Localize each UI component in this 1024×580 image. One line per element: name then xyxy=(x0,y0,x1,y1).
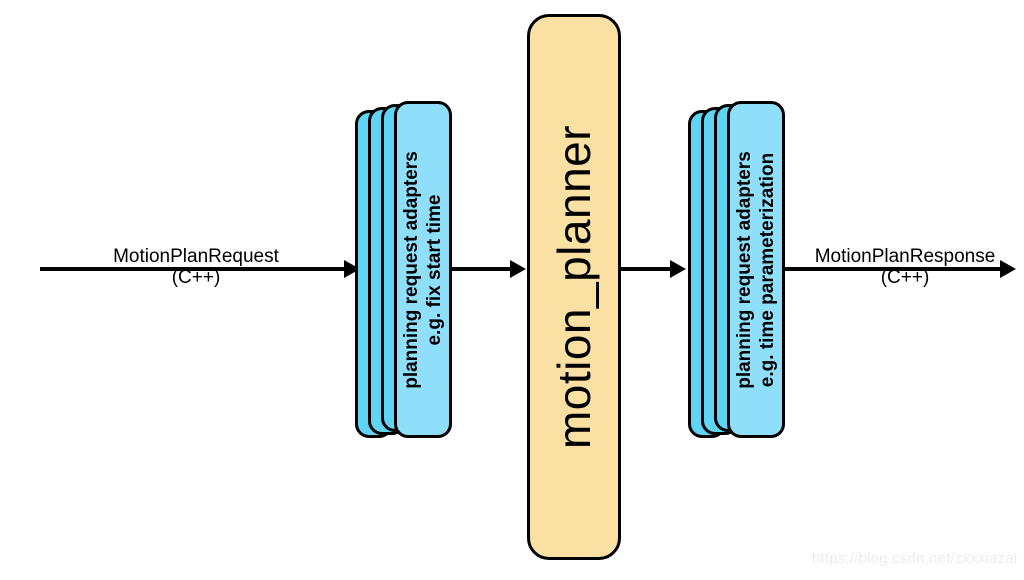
pre-adapter-card-1[interactable]: planning request adapters e.g. fix start… xyxy=(394,101,452,438)
output-arrow-line xyxy=(785,267,1003,271)
pre-adapter-label: planning request adapters e.g. fix start… xyxy=(400,151,446,389)
pre-to-planner-arrow-line xyxy=(452,267,514,271)
output-arrow-label-line2: (C++) xyxy=(880,267,930,289)
input-arrow-line xyxy=(40,267,348,271)
output-arrow-label-line1: MotionPlanResponse xyxy=(814,246,996,267)
motion-planner-box[interactable]: motion_planner xyxy=(527,14,621,560)
output-arrow-label: MotionPlanResponse (C++) xyxy=(800,246,1010,289)
pre-adapter-label-line2: e.g. fix start time xyxy=(424,194,445,346)
pre-to-planner-arrow-head xyxy=(510,260,526,278)
input-arrow-label-line2: (C++) xyxy=(171,267,221,289)
post-adapter-label: planning request adapters e.g. time para… xyxy=(733,151,779,389)
motion-planner-label: motion_planner xyxy=(548,124,600,450)
pre-adapter-label-line1: planning request adapters xyxy=(400,150,422,389)
watermark: https://blog.csdn.net/zxxxiazai xyxy=(812,550,1018,567)
post-adapter-label-line2: e.g. time parameterization xyxy=(757,152,778,387)
input-arrow-label: MotionPlanRequest (C++) xyxy=(96,246,296,289)
output-arrow-head xyxy=(1000,260,1016,278)
planner-to-post-arrow-head xyxy=(670,260,686,278)
input-arrow-label-line1: MotionPlanRequest xyxy=(113,246,279,267)
post-adapter-label-line1: planning request adapters xyxy=(733,150,755,389)
planner-to-post-arrow-line xyxy=(621,267,673,271)
post-adapter-card-1[interactable]: planning request adapters e.g. time para… xyxy=(727,101,785,438)
